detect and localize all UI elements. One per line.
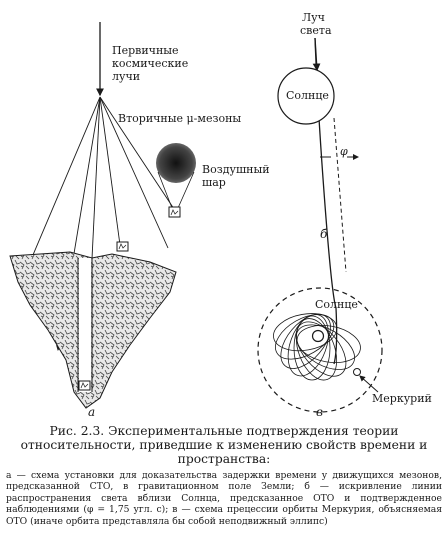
outer-dashed-circle [257,287,383,413]
sun-label-c: Солнце [315,298,358,311]
angle-label: φ [340,145,348,158]
panel-a-diagram [9,22,196,409]
panel-b-diagram [277,37,358,365]
balloon-ropes [157,171,195,209]
caption-title: Рис. 2.3. Экспериментальные подтверждени… [20,424,428,466]
figure-canvas [9,22,383,413]
panel-c-letter: в [316,405,323,419]
panel-c-diagram [257,287,383,413]
precessing-orbits [273,313,361,381]
meson-rays [29,96,179,381]
mountain-section [9,251,177,409]
sun-disk [277,67,335,125]
apparent-ray-dashed [333,117,347,273]
panel-b-letter: б [320,227,328,241]
light-ray-label-1: Луч [302,11,325,24]
sun-label-b: Солнце [286,89,329,102]
light-ray-label-2: света [300,24,332,37]
cosmic-rays-label-3: лучи [112,70,141,83]
mercury-pointer [359,375,379,393]
mesons-label: Вторичные μ-мезоны [118,112,242,125]
mine-shaft [77,258,93,392]
cosmic-rays-label-2: космические [112,57,189,70]
caption-body: а — схема установки для доказательства з… [6,470,442,527]
cosmic-rays-label-1: Первичные [112,44,179,57]
mercury-planet [353,368,361,376]
mercury-label: Меркурий [372,392,432,405]
balloon [156,143,196,183]
figure-caption: Рис. 2.3. Экспериментальные подтверждени… [6,424,442,527]
panel-a-letter: а [88,405,96,419]
balloon-label-2: шар [202,176,226,189]
light-ray-arrow [312,37,321,72]
balloon-gondola [168,206,181,218]
sun-small [311,329,325,343]
balloon-label-1: Воздушный [202,163,270,176]
